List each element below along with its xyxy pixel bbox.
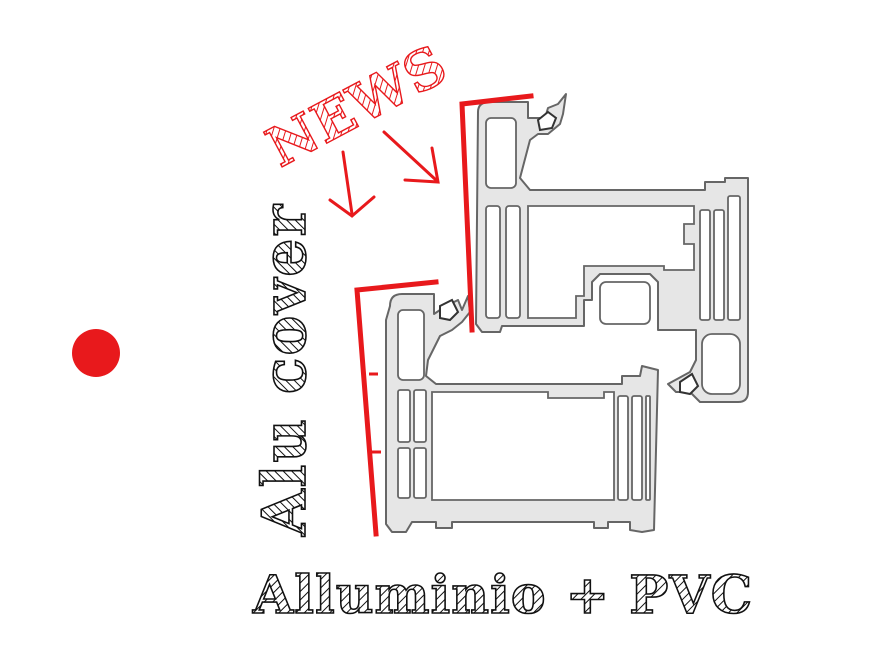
bottom-label: Alluminio + PVC bbox=[252, 565, 753, 626]
profile-chambers bbox=[397, 117, 741, 501]
alu-cover-strips bbox=[354, 93, 534, 537]
upper-alu-cover bbox=[459, 93, 534, 333]
vertical-label: Alu cover bbox=[250, 203, 320, 537]
arrow-down-right-icon bbox=[382, 130, 440, 184]
gaskets bbox=[439, 110, 700, 396]
news-label: NEWS bbox=[256, 32, 457, 180]
red-dot-icon bbox=[72, 329, 120, 377]
alu-cover-ticks bbox=[369, 372, 381, 454]
arrow-down-icon bbox=[328, 150, 376, 218]
lower-alu-cover bbox=[354, 279, 439, 537]
